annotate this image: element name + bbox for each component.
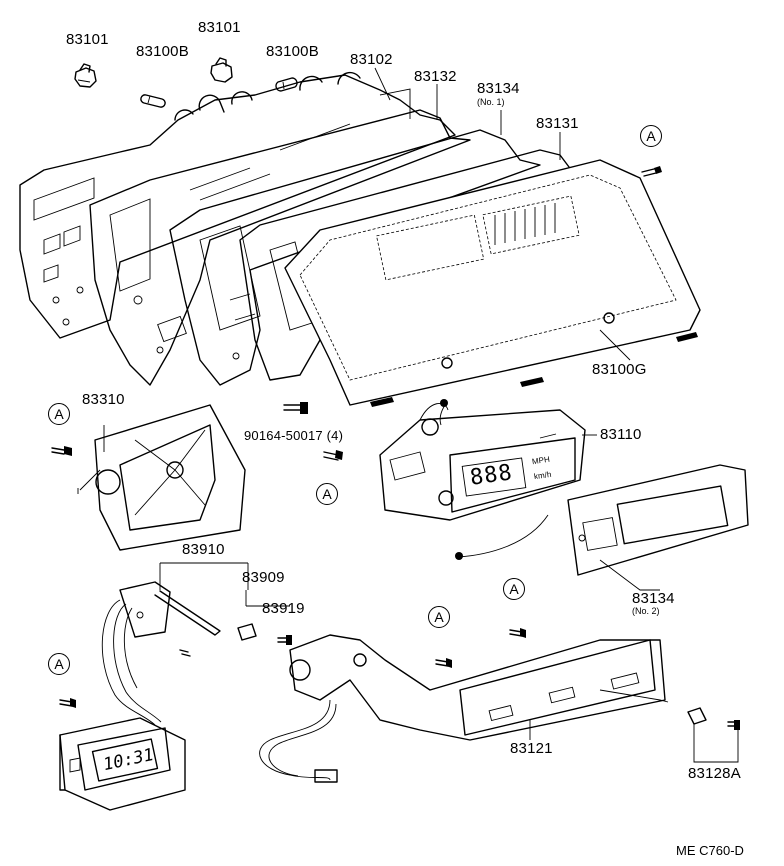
label-83310: 83310	[82, 391, 125, 408]
socket-83101-left	[74, 63, 97, 88]
label-83101-right: 83101	[198, 19, 241, 36]
screw-top-right	[641, 166, 662, 177]
leader-83100g	[599, 329, 631, 361]
label-83134-no1: 83134	[477, 80, 520, 97]
case-83102-rear-plate	[19, 71, 456, 339]
label-83100g: 83100G	[592, 361, 647, 378]
label-83919: 83919	[262, 600, 305, 617]
reference-a-marker-clock: A	[48, 653, 70, 675]
reference-a-marker-center: A	[316, 483, 338, 505]
label-83100b-left: 83100B	[136, 43, 189, 60]
reference-a-marker-top-right: A	[640, 125, 662, 147]
bulb-83100b-right	[275, 77, 298, 92]
plate-83134-no1	[169, 129, 541, 386]
label-83910: 83910	[182, 541, 225, 558]
leader-83102	[374, 67, 391, 101]
label-83100b-right: 83100B	[266, 43, 319, 60]
label-83132: 83132	[414, 68, 457, 85]
front-plate-83100g	[284, 159, 701, 407]
label-83121: 83121	[510, 740, 553, 757]
screw-below-90164	[323, 450, 343, 461]
clock-assembly	[59, 698, 186, 811]
leader-83134-no2	[599, 559, 660, 591]
board-83132	[89, 109, 471, 386]
label-83134-no2-sub: (No. 2)	[632, 606, 660, 616]
display-unit-83110	[379, 403, 586, 521]
knob-83128a	[687, 707, 740, 763]
label-83909: 83909	[242, 569, 285, 586]
bulb-83100b-left	[140, 94, 166, 108]
gauge-83310	[51, 404, 246, 551]
diagram-code: ME C760-D	[676, 843, 744, 858]
knob-83909	[237, 590, 290, 641]
label-83128a: 83128A	[688, 765, 741, 782]
screw-83919	[277, 635, 292, 645]
label-83134-no1-sub: (No. 1)	[477, 97, 505, 107]
panel-83121	[259, 628, 669, 783]
screw-90164	[283, 402, 308, 414]
socket-83101-right	[210, 57, 233, 83]
label-90164-50017: 90164-50017 (4)	[244, 428, 344, 443]
leader-83910	[159, 562, 249, 590]
switch-83910	[101, 581, 221, 726]
label-83134-no2: 83134	[632, 590, 675, 607]
reference-a-marker-panel-left: A	[428, 606, 450, 628]
label-83131: 83131	[536, 115, 579, 132]
lens-83134-no2	[567, 464, 749, 576]
label-83102: 83102	[350, 51, 393, 68]
reference-a-marker-panel-right: A	[503, 578, 525, 600]
reference-a-marker-gauge: A	[48, 403, 70, 425]
label-83110: 83110	[600, 426, 642, 443]
wire-83110	[439, 399, 549, 560]
label-83101-left: 83101	[66, 31, 109, 48]
